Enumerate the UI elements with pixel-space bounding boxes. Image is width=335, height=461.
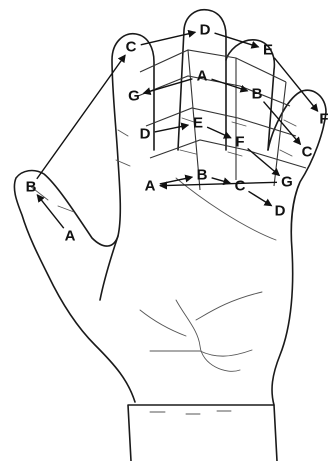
node-palm-b: B: [197, 167, 208, 184]
arrow-thumb-a-to-thumb-b: [37, 195, 64, 228]
node-little-f: F: [319, 111, 328, 128]
node-middle-a: A: [197, 68, 208, 85]
arrow-little-g-to-palm-a: [160, 182, 277, 185]
node-palm-d: D: [275, 203, 286, 220]
node-ring-f: F: [235, 134, 244, 151]
node-middle-e: E: [193, 115, 203, 132]
node-thumb-a: A: [65, 228, 76, 245]
arrow-index-d-to-middle-e: [155, 125, 188, 132]
arrow-middle-a-to-ring-b: [212, 79, 248, 91]
arrow-middle-e-to-ring-f: [207, 127, 231, 138]
arrow-middle-a-to-index-g: [144, 79, 193, 93]
node-ring-b: B: [252, 86, 263, 103]
node-little-c: C: [302, 144, 313, 161]
arrow-ring-f-to-little-g: [248, 148, 280, 175]
node-index-d: D: [140, 126, 151, 143]
sleeve-cuff: [128, 405, 277, 461]
node-middle-d: D: [200, 22, 211, 39]
node-index-c: C: [126, 39, 137, 56]
joint-grid: [138, 50, 306, 190]
node-ring-e: E: [263, 42, 273, 59]
node-palm-c: C: [235, 178, 246, 195]
arrow-palm-b-to-palm-c: [212, 178, 231, 183]
arrow-index-c-to-middle-d: [141, 32, 196, 45]
node-palm-a: A: [145, 178, 156, 195]
arrow-ring-e-to-little-f: [274, 58, 317, 111]
node-index-g: G: [128, 88, 140, 105]
arrow-thumb-b-to-index-c: [37, 55, 125, 179]
arrow-palm-c-to-palm-d: [248, 191, 271, 205]
node-thumb-b: B: [26, 179, 37, 196]
node-little-g: G: [281, 174, 293, 191]
